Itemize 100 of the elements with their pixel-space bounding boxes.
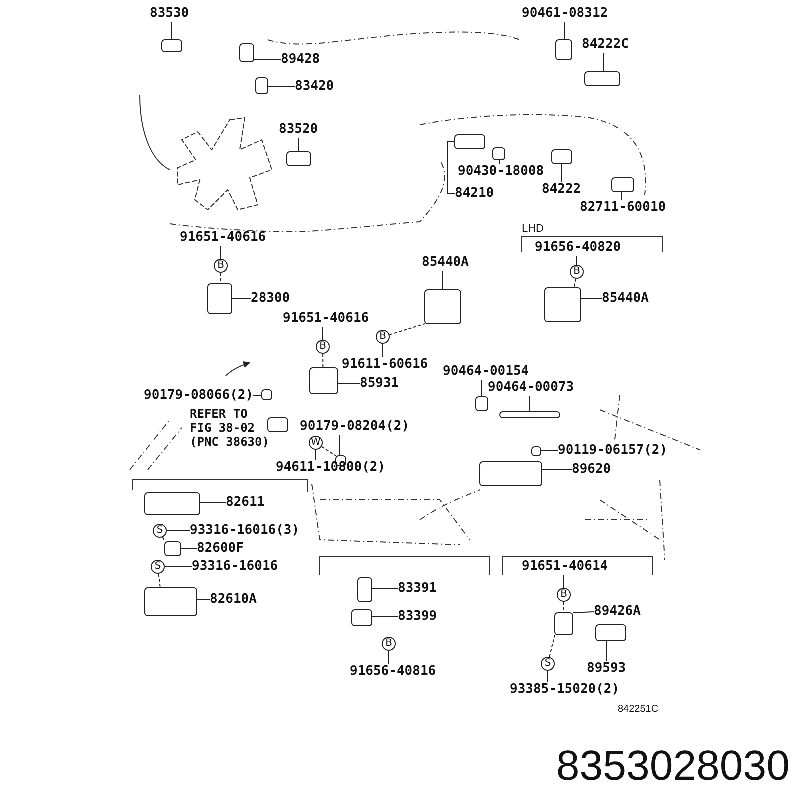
part-outline <box>256 78 268 94</box>
circled-letter: W <box>309 436 323 450</box>
circled-letter: S <box>541 657 555 671</box>
part-number: 91656-40816 <box>350 664 436 680</box>
leader-line <box>572 612 594 614</box>
leader-line <box>268 86 296 88</box>
part-outline <box>476 396 488 412</box>
part-number: 90119-06157(2) <box>558 443 668 459</box>
dashed-leader-line <box>321 446 336 456</box>
part-outline <box>596 624 626 642</box>
circled-letter: B <box>214 259 228 273</box>
part-outline <box>164 542 182 556</box>
part-outline <box>310 368 338 394</box>
leader-line <box>180 548 198 550</box>
leader-line <box>164 566 192 568</box>
part-outline <box>584 72 620 86</box>
leader-line <box>220 246 222 260</box>
part-outline <box>424 290 462 324</box>
circled-letter: B <box>570 265 584 279</box>
part-number: 89428 <box>281 52 320 68</box>
part-outline <box>552 150 572 164</box>
leader-line <box>322 326 324 340</box>
part-number: 91651-40616 <box>180 230 266 246</box>
circled-letter: B <box>376 330 390 344</box>
part-outline <box>480 462 542 486</box>
part-outline <box>454 134 486 150</box>
leader-line <box>382 344 384 358</box>
circled-letter: S <box>153 524 167 538</box>
part-number: 90430-18008 <box>458 164 544 180</box>
leader-line <box>448 142 456 194</box>
part-number: 91656-40820 <box>535 240 622 256</box>
part-number: 84222C <box>582 37 629 53</box>
part-number: 82600F <box>197 541 244 557</box>
part-number: 82611 <box>226 495 266 511</box>
part-outline <box>286 152 312 166</box>
part-number: 84210 <box>455 186 494 202</box>
part-number: 82610A <box>210 592 257 608</box>
part-number: 89426A <box>594 604 641 620</box>
circled-letter: B <box>382 637 396 651</box>
part-outline <box>554 612 574 636</box>
part-number: 89620 <box>572 462 612 478</box>
part-outline <box>532 446 542 456</box>
part-number: 90464-00154 <box>443 364 530 380</box>
part-outline <box>544 288 582 322</box>
figure-number: 842251C <box>618 703 659 717</box>
leader-line <box>372 588 398 590</box>
part-outline <box>262 390 272 400</box>
dashed-leader-line <box>574 278 576 288</box>
leader-line <box>580 298 602 300</box>
part-number: 94611-10800(2) <box>276 460 386 476</box>
part-outline <box>556 40 572 60</box>
part-outline <box>240 44 254 62</box>
part-number: 28300 <box>251 291 290 307</box>
part-outline <box>162 40 182 52</box>
dashed-leader-line <box>549 634 556 658</box>
leader-line <box>372 616 398 618</box>
part-number: 83420 <box>295 79 334 95</box>
part-number: 90179-08204(2) <box>300 419 410 435</box>
part-number: 90461-08312 <box>522 6 608 22</box>
circled-letter: S <box>151 560 165 574</box>
part-number: 91611-60616 <box>342 357 428 373</box>
part-outline <box>144 588 198 616</box>
caption: 8353028030 <box>555 742 790 790</box>
circled-letter: B <box>316 340 330 354</box>
part-number: 83399 <box>398 609 438 625</box>
part-number: 90464-00073 <box>488 380 574 396</box>
leader-line <box>232 298 252 300</box>
part-number: 83530 <box>150 6 190 22</box>
part-outline <box>352 610 372 626</box>
part-number: 85440A <box>602 291 649 307</box>
part-number: 85440A <box>422 255 469 271</box>
part-number: 82711-60010 <box>580 200 666 216</box>
part-outline <box>492 148 506 160</box>
part-number: 83391 <box>398 581 438 597</box>
part-number: 84222 <box>542 182 582 198</box>
circled-letter: B <box>557 588 571 602</box>
part-outline <box>208 284 232 314</box>
leader-line <box>442 270 444 290</box>
dashed-leader-line <box>158 573 161 588</box>
leader-line <box>576 256 578 266</box>
part-number: 83520 <box>279 122 318 138</box>
part-number: 93385-15020(2) <box>510 682 620 698</box>
leader-line <box>540 450 558 452</box>
leader-line <box>564 22 566 40</box>
leader-line <box>606 640 608 662</box>
part-number: 85931 <box>360 376 400 392</box>
part-number: 93316-16016(3) <box>190 523 300 539</box>
dashed-leader-line <box>220 272 222 284</box>
part-outline <box>144 492 200 516</box>
part-number: 90179-08066(2) <box>144 388 254 404</box>
leader-line <box>166 530 190 532</box>
part-outline <box>612 178 634 192</box>
part-outline <box>358 578 372 602</box>
leader-line <box>388 650 390 664</box>
part-number: 91651-40616 <box>283 311 370 327</box>
dashed-leader-line <box>389 324 426 336</box>
dashed-leader-line <box>322 354 324 368</box>
part-number: 91651-40614 <box>522 559 608 575</box>
note-text: REFER TO FIG 38-02 (PNC 38630) <box>190 407 270 449</box>
part-number: 89593 <box>587 661 626 677</box>
